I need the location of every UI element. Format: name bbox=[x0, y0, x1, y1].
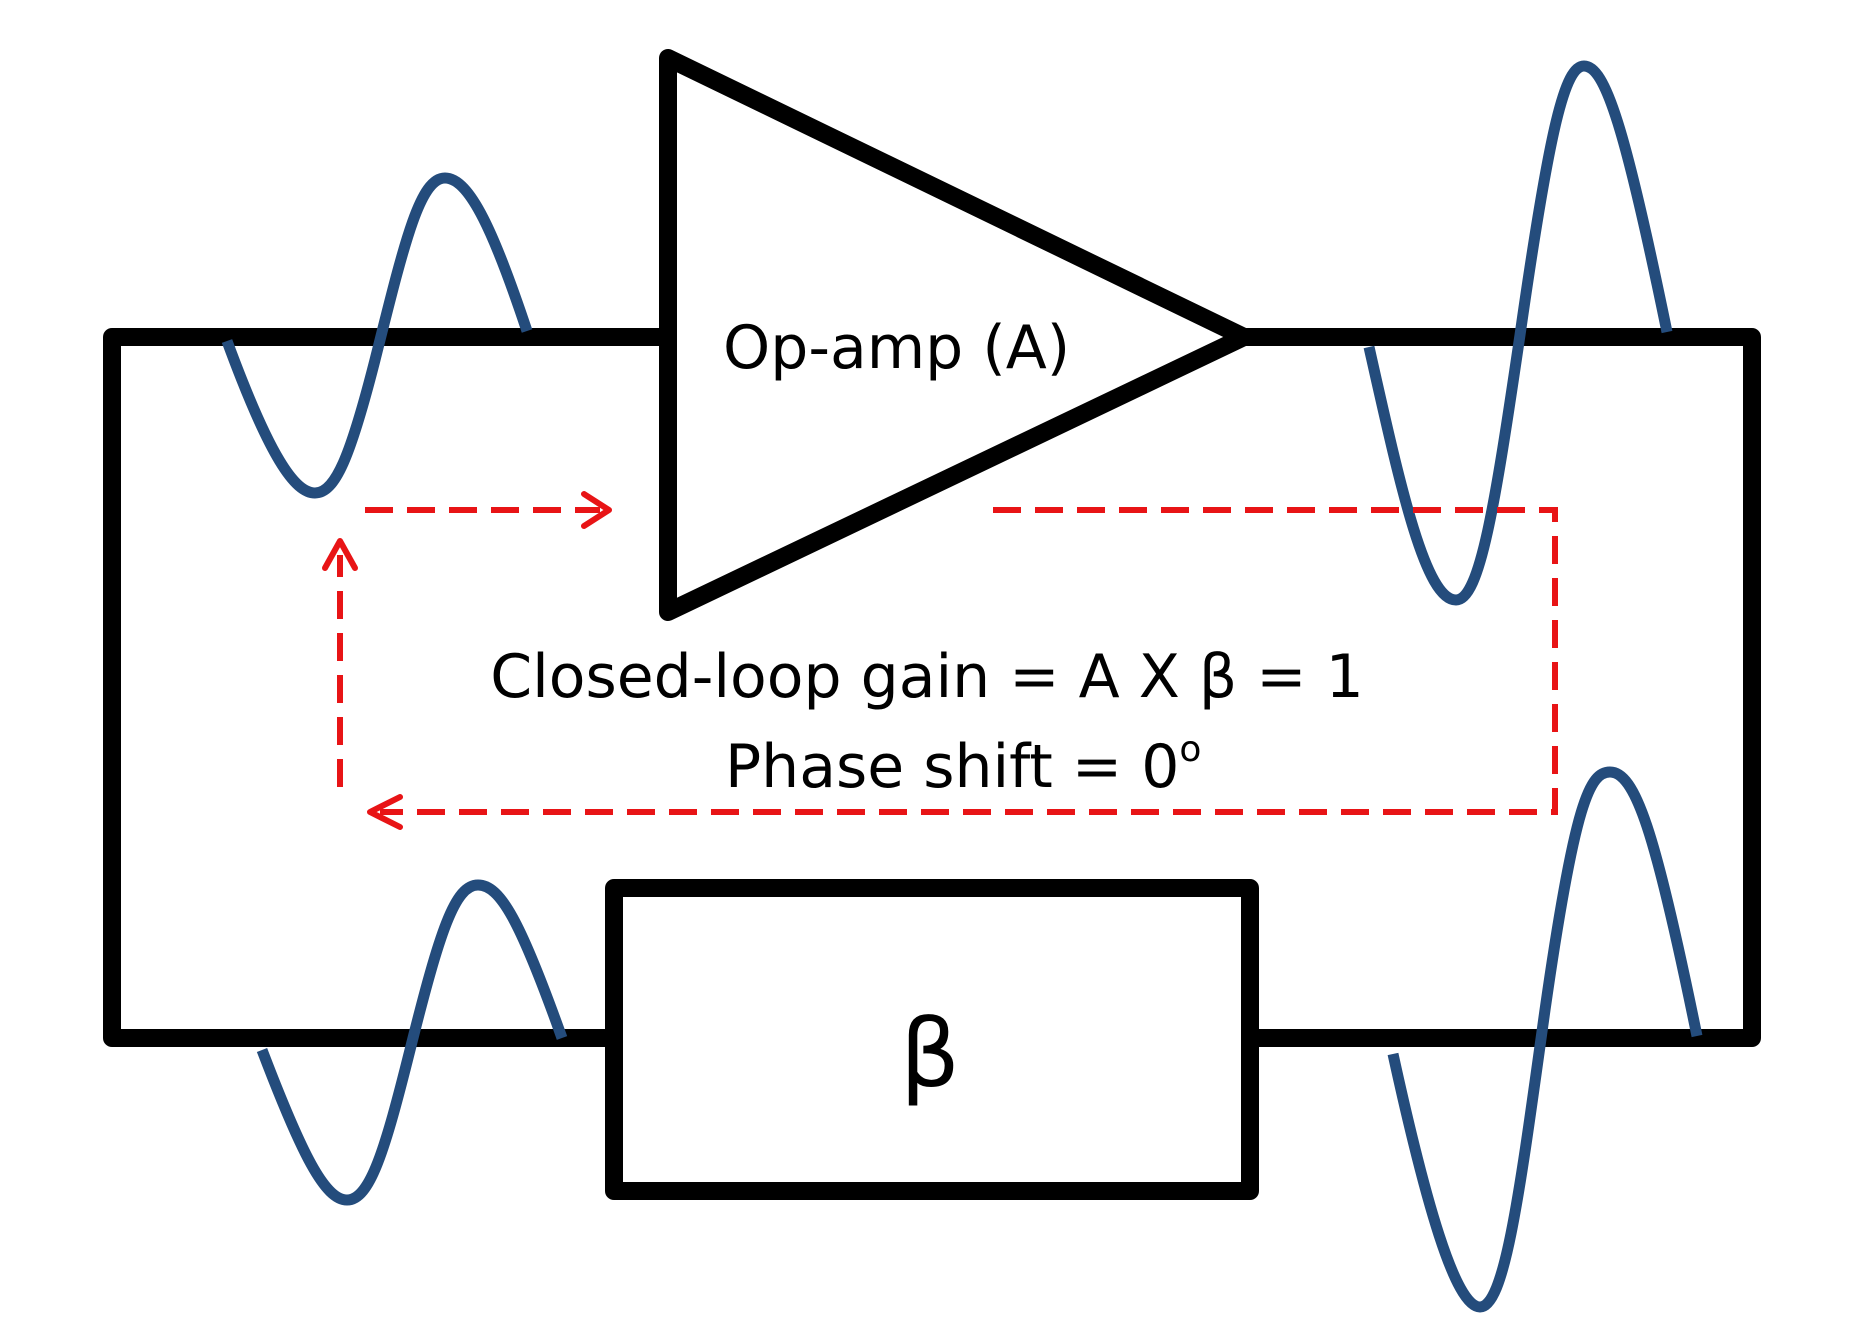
waveforms bbox=[221, 60, 1703, 1313]
loop-path bbox=[322, 491, 1558, 830]
output-waveform bbox=[1363, 60, 1673, 606]
feedback-output-waveform bbox=[1387, 766, 1703, 1313]
beta-block bbox=[605, 879, 1259, 1200]
degree-superscript: o bbox=[1179, 729, 1201, 770]
phase-condition-text: Phase shift = 0o bbox=[725, 729, 1201, 802]
top-right-wire bbox=[1235, 328, 1761, 1047]
op-amp-label: Op-amp (A) bbox=[723, 313, 1070, 383]
phase-condition-label: Phase shift = 0 bbox=[725, 732, 1179, 802]
loop-up-arrowhead bbox=[322, 538, 358, 571]
loop-return-arrowhead bbox=[367, 794, 403, 830]
loop-out-and-back bbox=[380, 507, 1558, 815]
loop-into-amplifier-arrowhead bbox=[581, 491, 612, 529]
feedback-input-waveform bbox=[256, 879, 568, 1206]
input-waveform bbox=[221, 172, 533, 499]
gain-condition-text: Closed-loop gain = A X β = 1 bbox=[490, 642, 1364, 712]
op-amp-triangle bbox=[659, 49, 1253, 621]
beta-label: β bbox=[900, 1000, 960, 1109]
